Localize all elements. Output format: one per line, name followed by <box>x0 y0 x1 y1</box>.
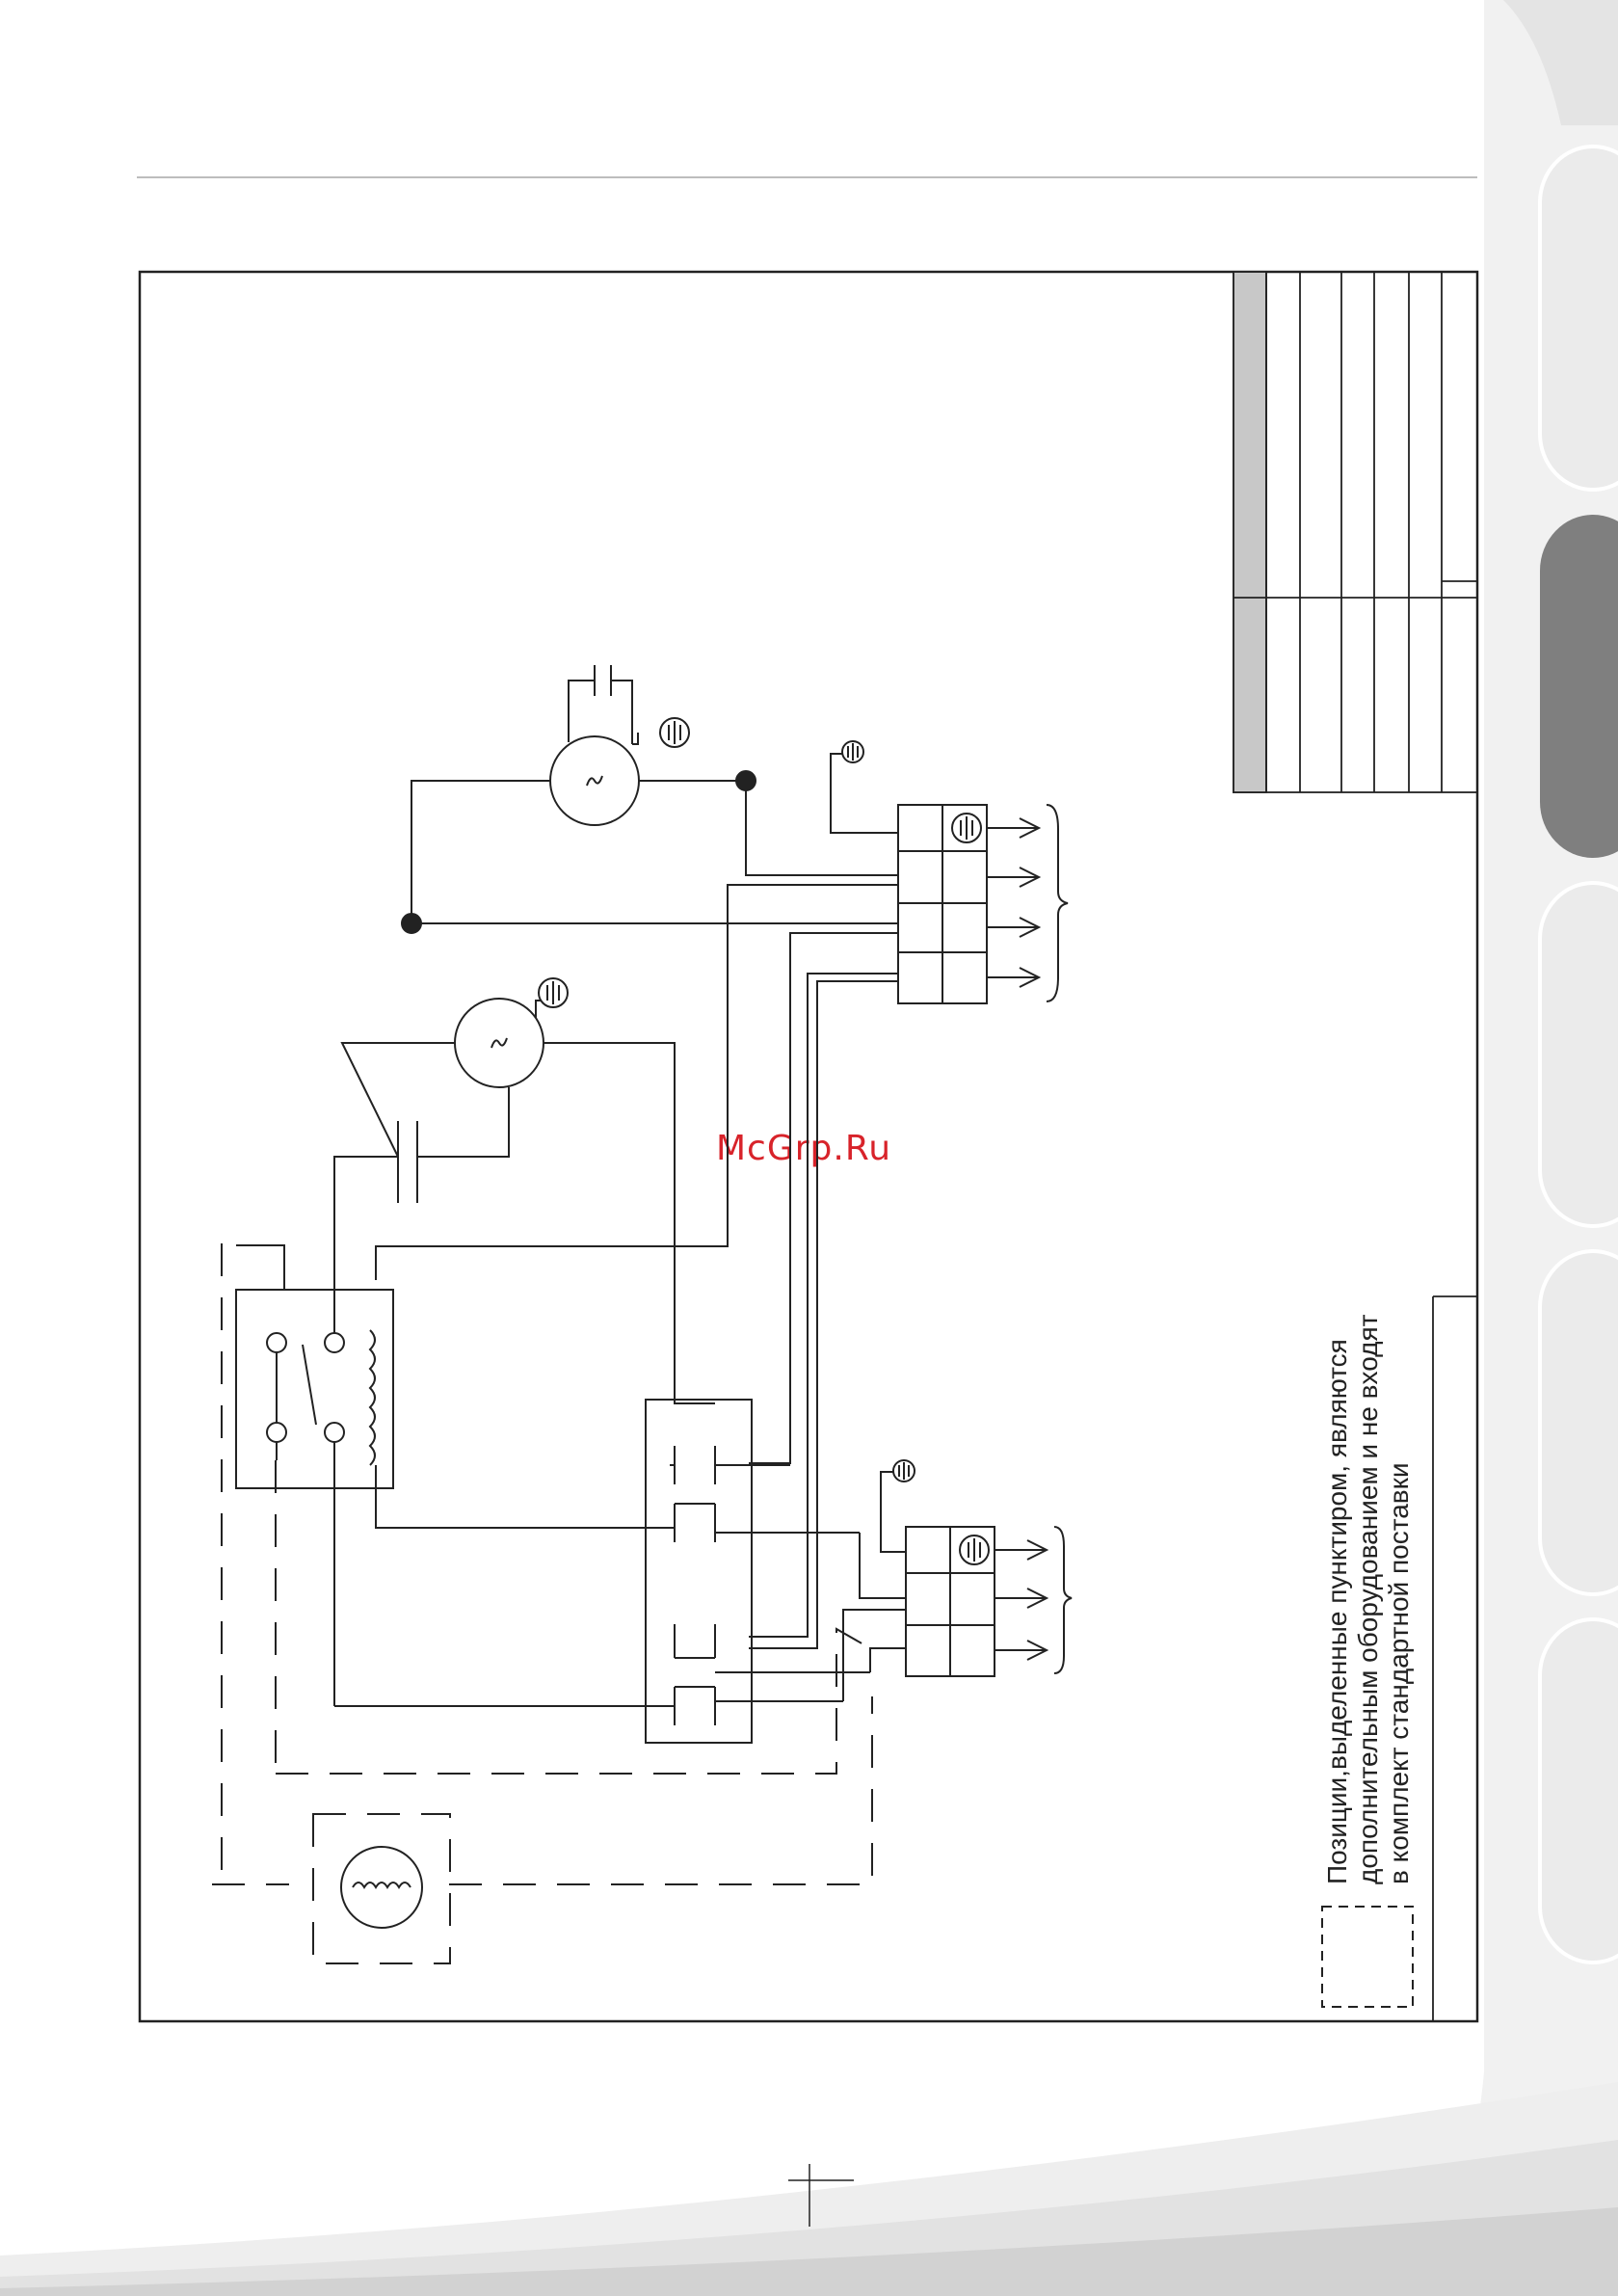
chapter-tab-1[interactable] <box>1540 147 1618 490</box>
title-block-bottom <box>1433 1296 1477 2021</box>
relay-coil <box>370 1330 375 1465</box>
legend-dashed-box <box>1322 1907 1413 2007</box>
motor-wire-left <box>411 781 550 923</box>
wire-to-lower-block-3 <box>749 981 898 1648</box>
title-block <box>1233 272 1477 792</box>
schematic <box>212 665 1072 1963</box>
relay-coil-lead <box>376 1465 644 1528</box>
connector-block-frame <box>646 1400 752 1743</box>
relay-symbol <box>236 1290 393 1488</box>
wire-motor-to-terminal <box>746 781 898 875</box>
wire-lower-3 <box>870 1648 906 1672</box>
heater-symbol <box>341 1847 422 1928</box>
chapter-tab-4[interactable] <box>1540 1251 1618 1594</box>
relay-top-lead <box>236 1245 284 1290</box>
fan-motor-upper <box>402 665 756 933</box>
wire-to-lower-block-1 <box>749 933 898 1463</box>
ground-symbol <box>660 718 689 747</box>
chapter-tabs <box>1446 0 1618 2296</box>
watermark: McGrp.Ru <box>716 1129 891 1168</box>
outputs-lower <box>995 1527 1072 1673</box>
fan-motor-lower <box>334 978 715 1403</box>
legend-line-3: в комплект стандартной поставки <box>1384 1462 1414 1884</box>
motor-capacitor-lead-right <box>611 681 632 744</box>
chapter-tab-3[interactable] <box>1540 883 1618 1226</box>
wire-to-lower-block-2 <box>749 974 898 1637</box>
terminal-block-lower <box>843 1460 1072 1701</box>
chapter-tab-5[interactable] <box>1540 1619 1618 1962</box>
chapter-tab-active[interactable] <box>1540 515 1618 858</box>
motor-capacitor-lead-left <box>569 681 595 742</box>
ground-symbol <box>960 1535 989 1564</box>
ground-symbol <box>539 978 568 1007</box>
wire-lower-2 <box>843 1610 906 1701</box>
terminal-ground-wire <box>881 1460 915 1552</box>
legend-line-1: Позиции,выделенные пунктиром, являются <box>1322 1339 1352 1884</box>
outputs-upper <box>987 805 1068 1001</box>
wire-relay-feed <box>376 885 898 1280</box>
relay <box>236 1245 644 1706</box>
capacitor-to-relay <box>334 1157 398 1330</box>
ground-symbol <box>952 814 981 842</box>
motor-wire-to-terminal <box>544 1043 715 1403</box>
terminal-block-upper <box>831 741 1068 1003</box>
legend: Позиции,выделенные пунктиром, являются д… <box>1322 1314 1414 2007</box>
terminal-ground-wire <box>831 741 898 833</box>
wire-lower-1 <box>860 1533 906 1598</box>
legend-line-2: дополнительным оборудованием и не входят <box>1353 1314 1383 1884</box>
motor-lead-lower <box>417 1087 509 1157</box>
optional-equipment <box>212 1243 872 1963</box>
